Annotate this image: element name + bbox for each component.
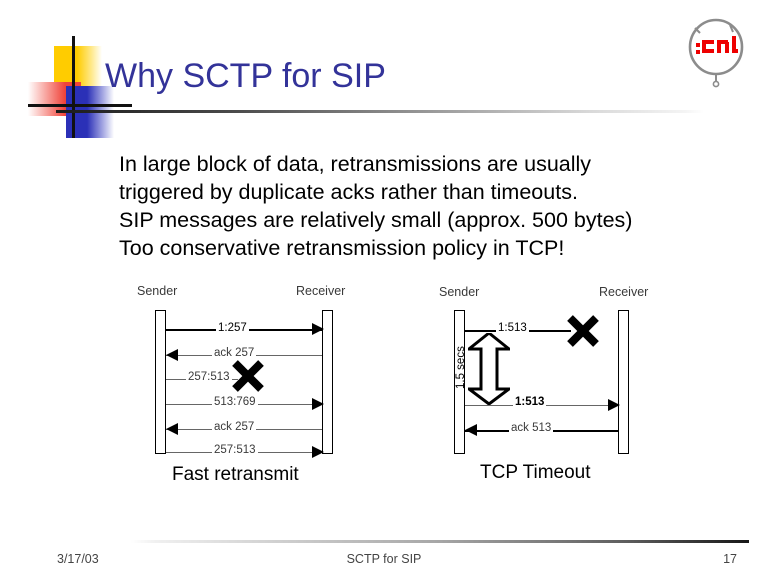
body-line-3: SIP messages are relatively small (appro… [119, 208, 633, 232]
right-msg-3-arrowhead-left [465, 424, 477, 436]
left-msg-1-arrowhead-right [312, 323, 324, 335]
right-diagram-receiver-label: Receiver [599, 285, 649, 299]
decoration-horizontal-line [28, 104, 132, 107]
title-underline-rule [56, 110, 704, 113]
footer-rule [131, 540, 749, 543]
right-msg-3-label: ack 513 [509, 422, 554, 434]
body-line-1: In large block of data, retransmissions … [119, 152, 592, 176]
left-diagram-sender-lifeline [155, 310, 166, 454]
page-title: Why SCTP for SIP [105, 57, 386, 95]
left-msg-4-arrowhead-right [312, 398, 324, 410]
left-msg-1-label: 1:257 [216, 322, 249, 334]
left-diagram-packet-loss-x-icon [230, 358, 266, 399]
left-msg-6-label: 257:513 [212, 444, 258, 456]
cnl-logo-icon [688, 18, 744, 88]
left-msg-2-label: ack 257 [212, 347, 257, 359]
left-msg-4-label: 513:769 [212, 396, 258, 408]
right-diagram-sender-lifeline [454, 310, 465, 454]
right-msg-2-label: 1:513 [513, 396, 547, 408]
left-diagram-caption: Fast retransmit [172, 464, 299, 485]
footer-date: 3/17/03 [57, 552, 99, 566]
right-diagram-packet-loss-x-icon [565, 313, 601, 354]
left-diagram-sender-label: Sender [137, 284, 178, 298]
diagram-tcp-timeout: Sender Receiver 1:513 1.5 secs 1:513 ack… [428, 284, 680, 494]
retransmission-timer-arrow [464, 331, 514, 410]
left-diagram-receiver-lifeline [322, 310, 333, 454]
retransmission-timer-label: 1.5 secs [455, 346, 467, 389]
footer-page-number: 17 [723, 552, 737, 566]
right-diagram-sender-label: Sender [439, 285, 480, 299]
right-msg-1-label: 1:513 [496, 322, 529, 334]
diagram-fast-retransmit: Sender Receiver 1:257 ack 257 257:513 51… [128, 284, 376, 494]
cnl-logo [683, 16, 749, 90]
left-msg-5-arrowhead-left [166, 423, 178, 435]
left-msg-3-label: 257:513 [186, 371, 232, 383]
left-msg-5-label: ack 257 [212, 421, 257, 433]
right-msg-2-arrowhead-right [608, 399, 620, 411]
left-msg-6-arrowhead-right [312, 446, 324, 458]
right-diagram-caption: TCP Timeout [480, 462, 591, 483]
left-diagram-receiver-label: Receiver [296, 284, 346, 298]
body-text-block: In large block of data, retransmissions … [119, 150, 734, 262]
body-line-4: Too conservative retransmission policy i… [119, 236, 565, 260]
right-diagram-receiver-lifeline [618, 310, 629, 454]
footer-title: SCTP for SIP [346, 552, 422, 566]
left-msg-2-arrowhead-left [166, 349, 178, 361]
body-line-2: triggered by duplicate acks rather than … [119, 180, 578, 204]
decoration-vertical-line [72, 36, 75, 138]
